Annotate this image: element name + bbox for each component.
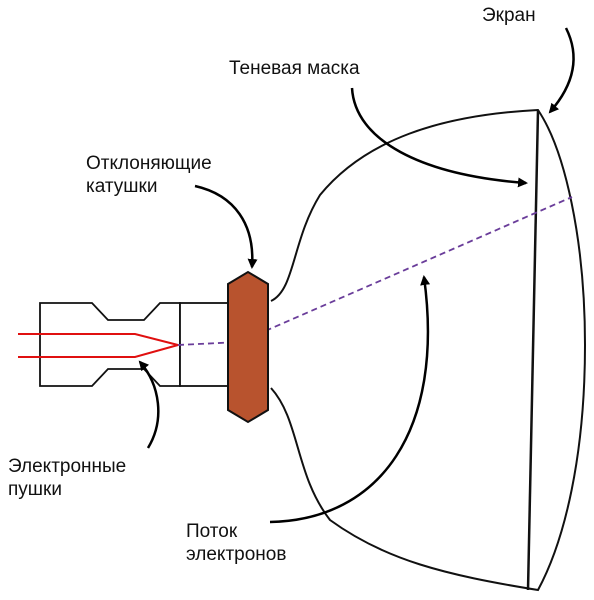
gun-beam-upper xyxy=(18,333,179,346)
shadow-mask-line xyxy=(526,109,540,591)
arrow-electron-guns xyxy=(138,360,160,449)
label-electron-guns-line1: Электронные xyxy=(8,456,127,477)
label-electron-flow-line2: электронов xyxy=(186,544,287,565)
label-deflection-coils: Отклоняющие катушки xyxy=(86,152,212,198)
label-electron-flow-line1: Поток xyxy=(186,521,238,542)
arrow-electron-flow xyxy=(269,275,431,524)
label-electron-guns: Электронные пушки xyxy=(8,455,126,501)
label-shadow-mask-text: Теневая маска xyxy=(229,58,360,79)
label-deflection-coils-line1: Отклоняющие xyxy=(86,153,212,174)
arrow-screen xyxy=(548,27,575,114)
tube-bulb-outline xyxy=(270,108,587,592)
label-screen: Экран xyxy=(482,4,536,27)
label-electron-guns-line2: пушки xyxy=(8,479,62,500)
label-deflection-coils-line2: катушки xyxy=(86,176,158,197)
arrow-deflection-coils xyxy=(194,184,258,269)
label-shadow-mask: Теневая маска xyxy=(229,57,360,80)
label-screen-text: Экран xyxy=(482,5,536,26)
arrow-shadow-mask xyxy=(350,87,528,188)
gun-beam-lower xyxy=(18,344,179,358)
label-electron-flow: Поток электронов xyxy=(186,520,286,566)
electron-gun-body xyxy=(39,302,181,387)
deflection-coil xyxy=(227,270,269,424)
